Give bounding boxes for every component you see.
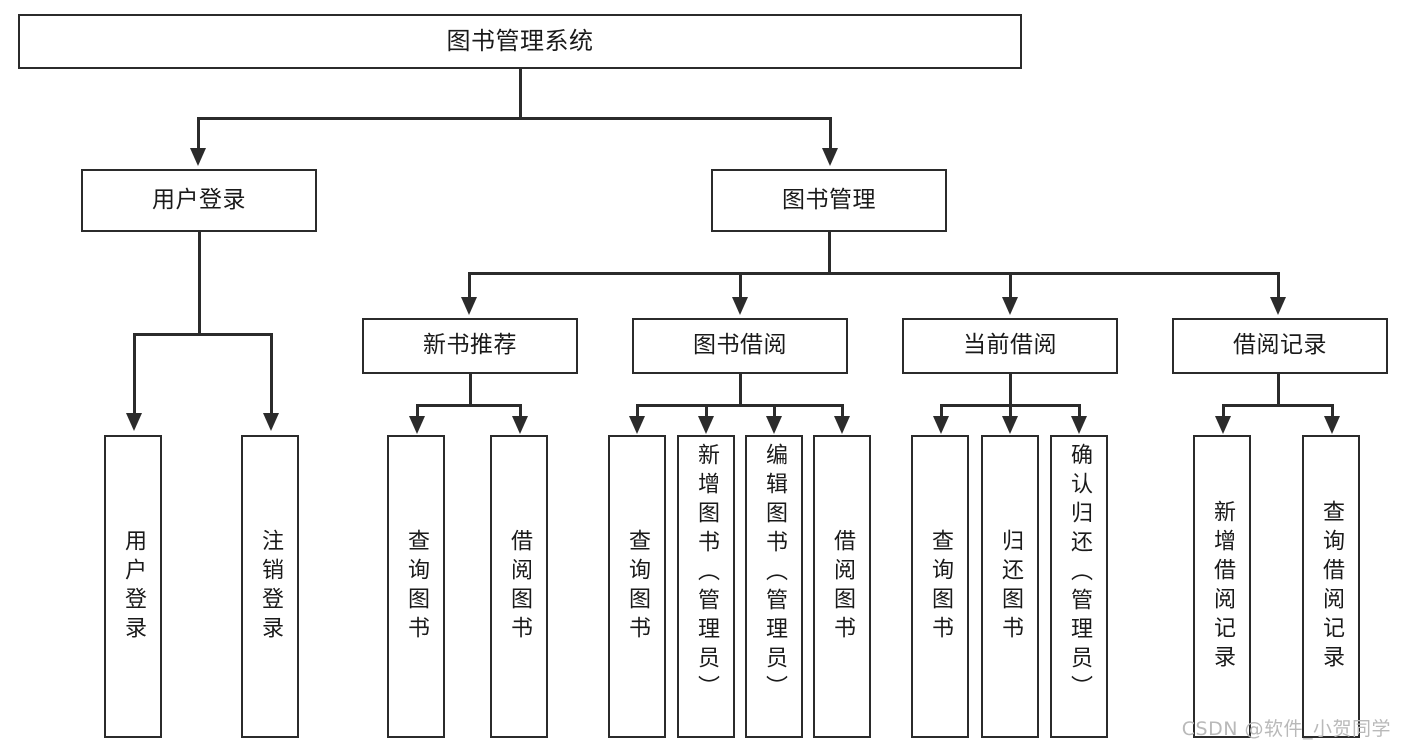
leaf-return-book-label: 归还图书	[998, 528, 1023, 645]
arrowhead-bookborrow-to-leaf4	[834, 416, 850, 434]
connector-borrowrecord-to-leaf1	[1222, 404, 1225, 418]
arrowhead-bookmgmt-to-l3-1	[461, 297, 477, 315]
leaf-query-book-borrow[interactable]: 查询图书	[608, 435, 666, 738]
leaf-query-book-recommend-label: 查询图书	[404, 528, 429, 645]
leaf-confirm-return-admin[interactable]: 确认归还（管理员）	[1050, 435, 1108, 738]
arrowhead-bookmgmt-to-l3-2	[732, 297, 748, 315]
leaf-query-book-borrow-label: 查询图书	[625, 528, 650, 645]
connector-newbook-bar	[416, 404, 522, 407]
leaf-query-book-recommend[interactable]: 查询图书	[387, 435, 445, 738]
node-new-book-recommend-label: 新书推荐	[423, 332, 517, 359]
connector-root-to-userlogin	[197, 117, 200, 150]
arrowhead-userlogin-to-leaf1	[126, 413, 142, 431]
leaf-logout[interactable]: 注销登录	[241, 435, 299, 738]
arrowhead-bookborrow-to-leaf2	[698, 416, 714, 434]
connector-currentborrow-stem	[1009, 374, 1012, 404]
node-user-login[interactable]: 用户登录	[81, 169, 317, 232]
arrowhead-borrowrecord-to-leaf2	[1324, 416, 1340, 434]
node-book-management-label: 图书管理	[782, 186, 876, 213]
connector-borrowrecord-to-leaf2	[1331, 404, 1334, 418]
connector-bookborrow-stem	[739, 374, 742, 404]
leaf-add-borrow-record[interactable]: 新增借阅记录	[1193, 435, 1251, 738]
connector-bookborrow-to-leaf4	[841, 404, 844, 418]
leaf-user-login-label: 用户登录	[121, 528, 146, 645]
leaf-edit-book-admin-label: 编辑图书（管理员）	[762, 443, 787, 704]
connector-root-stem	[519, 69, 522, 117]
arrowhead-borrowrecord-to-leaf1	[1215, 416, 1231, 434]
leaf-add-book-admin-label: 新增图书（管理员）	[694, 443, 719, 704]
node-book-borrow-label: 图书借阅	[693, 332, 787, 359]
arrowhead-currentborrow-to-leaf3	[1071, 416, 1087, 434]
leaf-confirm-return-admin-label: 确认归还（管理员）	[1067, 443, 1092, 704]
leaf-borrow-book-recommend-label: 借阅图书	[507, 528, 532, 645]
connector-bookmgmt-to-l3-1	[468, 272, 471, 299]
connector-userlogin-stem	[198, 232, 201, 333]
connector-currentborrow-to-leaf2	[1009, 404, 1012, 418]
arrowhead-bookborrow-to-leaf1	[629, 416, 645, 434]
node-current-borrow-label: 当前借阅	[963, 332, 1057, 359]
leaf-user-login[interactable]: 用户登录	[104, 435, 162, 738]
node-borrow-record[interactable]: 借阅记录	[1172, 318, 1388, 374]
connector-bookmgmt-bar	[468, 272, 1279, 275]
leaf-query-book-current-label: 查询图书	[928, 528, 953, 645]
connector-bookmgmt-stem	[828, 232, 831, 272]
connector-bookborrow-to-leaf3	[773, 404, 776, 418]
node-book-management[interactable]: 图书管理	[711, 169, 947, 232]
node-borrow-record-label: 借阅记录	[1233, 332, 1327, 359]
connector-currentborrow-to-leaf3	[1078, 404, 1081, 418]
connector-userlogin-to-leaf2	[270, 333, 273, 415]
connector-newbook-to-leaf2	[519, 404, 522, 418]
arrowhead-root-to-bookmgmt	[822, 148, 838, 166]
connector-currentborrow-to-leaf1	[940, 404, 943, 418]
leaf-return-book[interactable]: 归还图书	[981, 435, 1039, 738]
connector-borrowrecord-stem	[1277, 374, 1280, 404]
connector-userlogin-bar	[133, 333, 272, 336]
node-new-book-recommend[interactable]: 新书推荐	[362, 318, 578, 374]
leaf-borrow-book[interactable]: 借阅图书	[813, 435, 871, 738]
arrowhead-newbook-to-leaf2	[512, 416, 528, 434]
connector-root-to-bookmgmt	[829, 117, 832, 150]
connector-bookmgmt-to-l3-4	[1277, 272, 1280, 299]
leaf-query-borrow-record[interactable]: 查询借阅记录	[1302, 435, 1360, 738]
leaf-add-book-admin[interactable]: 新增图书（管理员）	[677, 435, 735, 738]
leaf-borrow-book-recommend[interactable]: 借阅图书	[490, 435, 548, 738]
connector-bookborrow-to-leaf2	[705, 404, 708, 418]
connector-bookmgmt-to-l3-2	[739, 272, 742, 299]
connector-borrowrecord-bar	[1222, 404, 1333, 407]
connector-bookborrow-bar	[636, 404, 844, 407]
arrowhead-root-to-userlogin	[190, 148, 206, 166]
arrowhead-bookborrow-to-leaf3	[766, 416, 782, 434]
node-current-borrow[interactable]: 当前借阅	[902, 318, 1118, 374]
arrowhead-currentborrow-to-leaf2	[1002, 416, 1018, 434]
leaf-query-book-current[interactable]: 查询图书	[911, 435, 969, 738]
leaf-edit-book-admin[interactable]: 编辑图书（管理员）	[745, 435, 803, 738]
leaf-add-borrow-record-label: 新增借阅记录	[1210, 499, 1235, 674]
connector-newbook-to-leaf1	[416, 404, 419, 418]
leaf-borrow-book-label: 借阅图书	[830, 528, 855, 645]
connector-userlogin-to-leaf1	[133, 333, 136, 415]
node-root-system[interactable]: 图书管理系统	[18, 14, 1022, 69]
node-root-system-label: 图书管理系统	[446, 27, 594, 56]
arrowhead-currentborrow-to-leaf1	[933, 416, 949, 434]
node-user-login-label: 用户登录	[152, 186, 246, 213]
node-book-borrow[interactable]: 图书借阅	[632, 318, 848, 374]
leaf-query-borrow-record-label: 查询借阅记录	[1319, 499, 1344, 674]
arrowhead-bookmgmt-to-l3-4	[1270, 297, 1286, 315]
connector-bookmgmt-to-l3-3	[1009, 272, 1012, 299]
arrowhead-userlogin-to-leaf2	[263, 413, 279, 431]
csdn-watermark: CSDN @软件_小贺同学	[1181, 718, 1391, 740]
connector-bookborrow-to-leaf1	[636, 404, 639, 418]
leaf-logout-label: 注销登录	[258, 528, 283, 645]
connector-root-bar	[197, 117, 831, 120]
arrowhead-newbook-to-leaf1	[409, 416, 425, 434]
arrowhead-bookmgmt-to-l3-3	[1002, 297, 1018, 315]
connector-newbook-stem	[469, 374, 472, 404]
